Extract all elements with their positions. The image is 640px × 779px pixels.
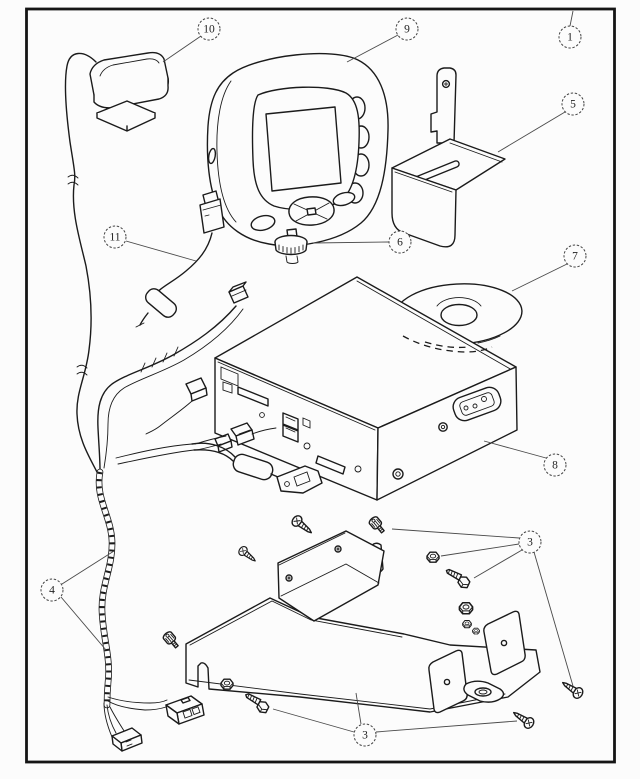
callout-circle bbox=[558, 25, 582, 49]
plate-flange-rear bbox=[483, 610, 526, 676]
flange-nut bbox=[458, 601, 474, 615]
leader-line bbox=[346, 34, 399, 63]
leader-line bbox=[391, 528, 520, 539]
harness-connector-bottom-right bbox=[165, 695, 205, 725]
unit-connector-panel bbox=[452, 386, 502, 422]
display-side-button bbox=[207, 147, 217, 165]
display-screen bbox=[265, 106, 342, 192]
callout-number: 9 bbox=[404, 24, 410, 36]
leader-line bbox=[125, 240, 197, 262]
harness-connector-small bbox=[185, 377, 208, 402]
harness-connector-cluster bbox=[214, 422, 255, 453]
callout-5: 5 bbox=[497, 92, 585, 153]
leader-line bbox=[473, 549, 523, 579]
display-unit bbox=[206, 52, 389, 264]
callout-circle bbox=[353, 723, 377, 747]
callout-circle bbox=[103, 225, 127, 249]
small-nut bbox=[472, 627, 480, 635]
callout-3: 3 bbox=[272, 692, 518, 747]
display-mounting-bracket bbox=[391, 67, 506, 248]
callout-8: 8 bbox=[483, 440, 567, 477]
hex-bolt bbox=[241, 691, 271, 716]
display-knob bbox=[274, 228, 308, 264]
callout-10: 10 bbox=[162, 17, 221, 63]
cap-screw bbox=[161, 629, 182, 651]
harness-connector-upper bbox=[228, 281, 249, 304]
callout-circle bbox=[40, 578, 64, 602]
antenna-mount-pad bbox=[96, 100, 156, 132]
callout-circle bbox=[563, 244, 587, 268]
callout-number: 4 bbox=[49, 585, 55, 597]
leader-line bbox=[312, 241, 390, 244]
harness-ring-terminal bbox=[276, 465, 323, 494]
callout-number: 6 bbox=[397, 237, 403, 249]
upper-stay-bracket bbox=[277, 530, 385, 622]
callout-number: 3 bbox=[527, 537, 533, 549]
screw bbox=[236, 544, 259, 566]
callout-layer: 1 9 10 5 6 7 11 8 3 3 4 bbox=[40, 10, 587, 747]
callout-4: 4 bbox=[40, 550, 115, 651]
screw bbox=[509, 707, 537, 731]
callout-6: 6 bbox=[312, 230, 412, 254]
leader-line bbox=[60, 596, 107, 651]
leader-line bbox=[61, 550, 115, 585]
leader-line bbox=[162, 35, 202, 63]
callout-3: 3 bbox=[391, 528, 574, 687]
figure-border bbox=[25, 7, 616, 764]
mounting-plate-assembly bbox=[185, 530, 541, 714]
callout-circle bbox=[561, 92, 585, 116]
display-cable bbox=[135, 190, 225, 328]
callout-circle bbox=[197, 17, 221, 41]
leader-line bbox=[483, 440, 547, 459]
callout-number: 10 bbox=[203, 24, 215, 36]
leader-line bbox=[533, 551, 574, 687]
leader-line bbox=[569, 10, 574, 27]
display-button-left bbox=[250, 214, 276, 232]
gps-antenna bbox=[89, 51, 170, 109]
harness-connector-bottom-left bbox=[111, 727, 143, 752]
leader-line bbox=[355, 692, 362, 725]
callout-7: 7 bbox=[511, 244, 587, 292]
leader-line bbox=[272, 708, 355, 733]
hex-bolt bbox=[441, 567, 472, 591]
ferrite-bead bbox=[144, 288, 178, 318]
plate-foot-tab bbox=[463, 680, 505, 703]
callout-11: 11 bbox=[103, 225, 197, 262]
ferrite-bead-2 bbox=[232, 453, 274, 481]
callout-number: 11 bbox=[109, 232, 120, 244]
callout-circle bbox=[543, 453, 567, 477]
nut bbox=[426, 551, 440, 563]
callout-1: 1 bbox=[558, 10, 582, 49]
leader-line bbox=[440, 543, 520, 557]
callout-9: 9 bbox=[346, 17, 419, 63]
callout-number: 3 bbox=[362, 730, 368, 742]
callout-number: 7 bbox=[572, 251, 578, 263]
callout-number: 1 bbox=[567, 32, 573, 44]
leader-line bbox=[511, 263, 568, 292]
nut bbox=[220, 678, 234, 690]
leader-line bbox=[497, 111, 566, 153]
screw bbox=[289, 513, 316, 538]
display-dpad bbox=[288, 196, 335, 226]
callout-circle bbox=[388, 230, 412, 254]
cap-screw bbox=[367, 514, 388, 536]
wiring-harness bbox=[95, 281, 323, 752]
callout-circle bbox=[518, 530, 542, 554]
callout-number: 5 bbox=[570, 99, 576, 111]
callout-circle bbox=[395, 17, 419, 41]
navigation-unit bbox=[214, 276, 518, 501]
small-nut bbox=[462, 620, 472, 629]
display-button-right bbox=[332, 191, 356, 207]
harness-wrap bbox=[95, 468, 116, 709]
cd-hidden-edge bbox=[402, 335, 493, 353]
leader-line bbox=[375, 720, 518, 733]
antenna-cable bbox=[64, 52, 99, 475]
callout-number: 8 bbox=[552, 460, 558, 472]
